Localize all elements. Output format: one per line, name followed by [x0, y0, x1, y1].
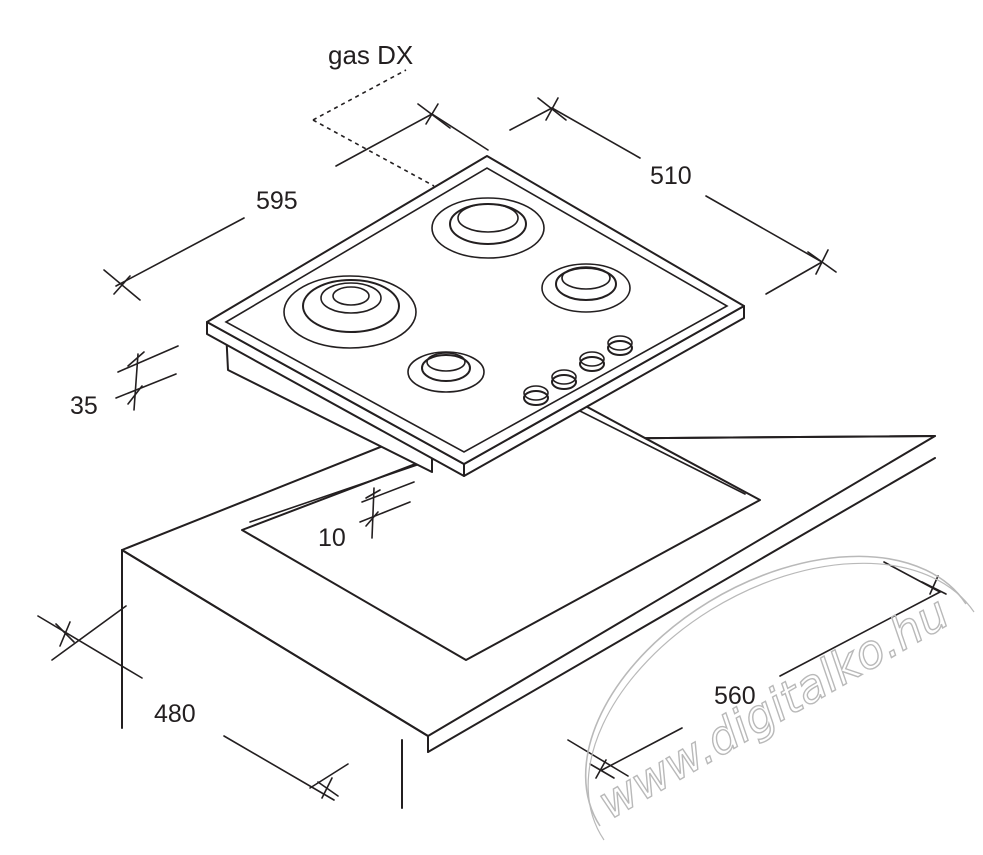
countertop-front-top-edge	[121, 549, 429, 737]
knob-1	[523, 385, 549, 406]
hob-width-label: 595	[256, 187, 298, 215]
hob-glass-inner-border	[224, 167, 729, 453]
dimension-cutout-depth: 480	[37, 605, 349, 801]
burner-rear-right	[541, 263, 631, 313]
hob-height-label: 35	[70, 392, 98, 420]
burner-small-front	[407, 351, 485, 393]
cutout-width-label: 560	[714, 682, 756, 710]
countertop-front-bottom-edge	[427, 457, 936, 753]
burner-large-front-left	[283, 275, 417, 349]
dimension-cutout-width: 560	[567, 561, 947, 779]
hob-top-plate	[206, 155, 745, 465]
dimension-cutout-gap: 10	[318, 481, 415, 552]
dimension-hob-depth: 510	[509, 97, 837, 295]
hob-depth-label: 510	[650, 162, 692, 190]
watermark-text: www.digitalko.hu	[589, 585, 958, 829]
cutout-gap-label: 10	[318, 524, 346, 552]
knob-3	[579, 351, 605, 372]
gas-connection-dashed-line	[312, 69, 407, 121]
cutout-depth-label: 480	[154, 700, 196, 728]
dimension-hob-width: 595	[103, 103, 489, 301]
knob-4	[607, 335, 633, 356]
control-knobs	[523, 335, 633, 406]
gas-connection-label: gas DX	[328, 40, 413, 70]
gas-connection-indicator: gas DX	[312, 40, 435, 187]
knob-2	[551, 369, 577, 390]
gas-hob	[206, 155, 745, 477]
dimension-hob-height: 35	[70, 345, 179, 420]
burner-rear-left	[431, 197, 545, 259]
